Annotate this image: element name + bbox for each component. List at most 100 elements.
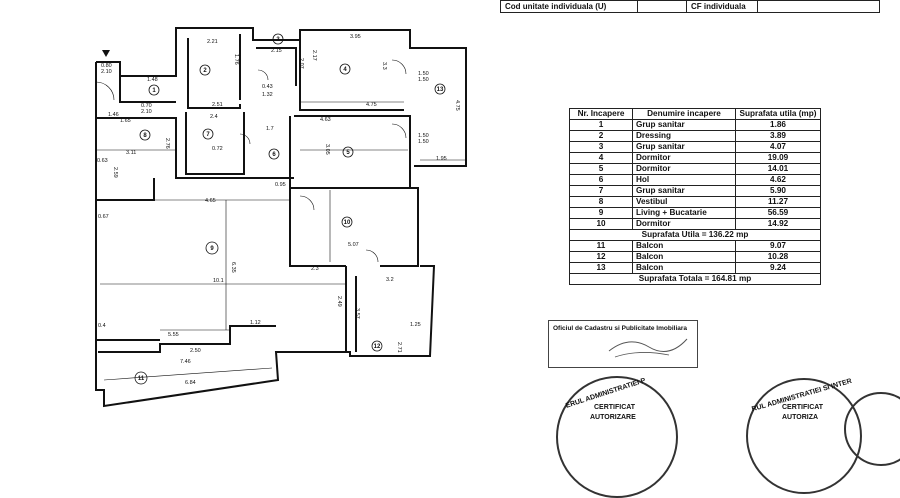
- seal-left: ERUL ADMINISTRATIEI P CERTIFICAT AUTORIZ…: [556, 376, 678, 498]
- room-label-12: 12: [374, 344, 381, 350]
- dim-1-48: 1.48: [147, 77, 158, 83]
- dim-2-15: 2.15: [271, 48, 282, 54]
- floor-plan: 1 2 3 4 5 6 7 8 9 10 11 12 13 0.80 2.10 …: [95, 27, 467, 408]
- dim-4-63: 4.63: [320, 117, 331, 123]
- dim-2-10-b: 2.10: [141, 109, 152, 115]
- seal-right-mid2: AUTORIZA: [782, 414, 819, 421]
- cadastre-stamp: Oficiul de Cadastru si Publicitate Imobi…: [548, 320, 698, 368]
- dim-5-55: 5.55: [168, 332, 179, 338]
- dim-2-07: 2.07: [298, 58, 304, 69]
- dim-5-07: 5.07: [348, 242, 359, 248]
- signature-mark: [608, 338, 688, 358]
- room-areas-table: Nr. Incapere Denumire incapere Suprafata…: [569, 108, 821, 285]
- dim-4-75-b: 4.75: [454, 100, 460, 111]
- grand-total: Suprafata Totala = 164.81 mp: [569, 273, 821, 285]
- room-label-1: 1: [152, 88, 156, 94]
- dim-3-11: 3.11: [126, 150, 136, 156]
- dim-10-1: 10.1: [213, 278, 224, 284]
- dim-3-3: 3.3: [381, 62, 387, 70]
- dim-1-50-b: 1.50: [418, 77, 429, 83]
- dim-0-72: 0.72: [212, 146, 223, 152]
- dim-4-65: 4.65: [205, 198, 216, 204]
- dim-1-50-a: 1.50: [418, 71, 429, 77]
- room-label-6: 6: [272, 152, 276, 158]
- dim-1-32: 1.32: [262, 92, 273, 98]
- dim-0-80: 0.80: [101, 63, 112, 69]
- cf-value: [757, 0, 880, 13]
- dim-3-57: 3.57: [354, 308, 360, 319]
- useful-total: Suprafata Utila = 136.22 mp: [569, 229, 821, 241]
- dim-2-4: 2.4: [210, 114, 218, 120]
- dim-1-65: 1.65: [120, 118, 131, 124]
- dim-3-05: 3.05: [324, 144, 330, 155]
- dim-1-76: 1.76: [233, 54, 239, 65]
- grand-total-row: Suprafata Totala = 164.81 mp: [569, 273, 821, 285]
- dim-2-71: 2.71: [396, 342, 402, 353]
- seal-left-mid2: AUTORIZARE: [590, 414, 636, 421]
- entrance-marker: [102, 50, 110, 57]
- seal-left-mid: CERTIFICAT: [594, 404, 636, 411]
- dim-2-10: 2.10: [101, 69, 112, 75]
- dim-1-50-c: 1.50: [418, 133, 429, 139]
- room-label-13: 13: [437, 87, 444, 93]
- dim-3-95: 3.95: [350, 34, 361, 40]
- dim-4-75-a: 4.75: [366, 102, 377, 108]
- dim-0-70: 0.70: [141, 103, 152, 109]
- room-label-4: 4: [343, 67, 347, 73]
- dim-1-25: 1.25: [410, 322, 421, 328]
- col-header-name: Denumire incapere: [632, 108, 736, 120]
- header-table: Cod unitate individuala (U) CF individua…: [500, 0, 880, 13]
- dim-7-46: 7.46: [180, 359, 191, 365]
- dim-0-95: 0.95: [275, 182, 286, 188]
- col-header-area: Suprafata utila (mp): [735, 108, 821, 120]
- cod-unitate-label: Cod unitate individuala (U): [500, 0, 638, 13]
- dim-6-35: 6.35: [230, 262, 236, 273]
- room-label-2: 2: [203, 68, 207, 74]
- dim-2-17: 2.17: [311, 50, 317, 61]
- dim-0-67: 0.67: [98, 214, 109, 220]
- dim-1-7: 1.7: [266, 126, 274, 132]
- dim-2-51: 2.51: [212, 102, 223, 108]
- dim-1-50-d: 1.50: [418, 139, 429, 145]
- dim-0-43: 0.43: [262, 84, 273, 90]
- stamp-office-text: Oficiul de Cadastru si Publicitate Imobi…: [553, 325, 688, 332]
- dim-1-46: 1.46: [108, 112, 119, 118]
- dim-0-4: 0.4: [98, 323, 106, 329]
- useful-total-row: Suprafata Utila = 136.22 mp: [569, 229, 821, 241]
- dim-2-49: 2.49: [336, 296, 342, 307]
- cf-label: CF individuala: [686, 0, 758, 13]
- room-label-7: 7: [206, 132, 210, 138]
- room-label-8: 8: [143, 133, 147, 139]
- seal-right-mid: CERTIFICAT: [782, 404, 824, 411]
- room-label-5: 5: [346, 150, 350, 156]
- room-label-10: 10: [344, 220, 351, 226]
- dim-2-21: 2.21: [207, 39, 218, 45]
- dim-6-84: 6.84: [185, 380, 196, 386]
- dim-1-95: 1.95: [436, 156, 447, 162]
- dim-2-50: 2.50: [190, 348, 201, 354]
- room-label-11: 11: [138, 376, 145, 382]
- dim-2-3: 2.3: [311, 266, 319, 272]
- dim-1-12: 1.12: [250, 320, 261, 326]
- dim-2-76: 2.76: [164, 138, 170, 149]
- room-label-9: 9: [210, 246, 214, 252]
- dim-0-63: 0.63: [97, 158, 108, 164]
- dim-2-59: 2.59: [112, 167, 118, 178]
- cod-unitate-value: [637, 0, 687, 13]
- room-label-3: 3: [276, 37, 280, 43]
- col-header-nr: Nr. Incapere: [569, 108, 633, 120]
- dim-3-2: 3.2: [386, 277, 394, 283]
